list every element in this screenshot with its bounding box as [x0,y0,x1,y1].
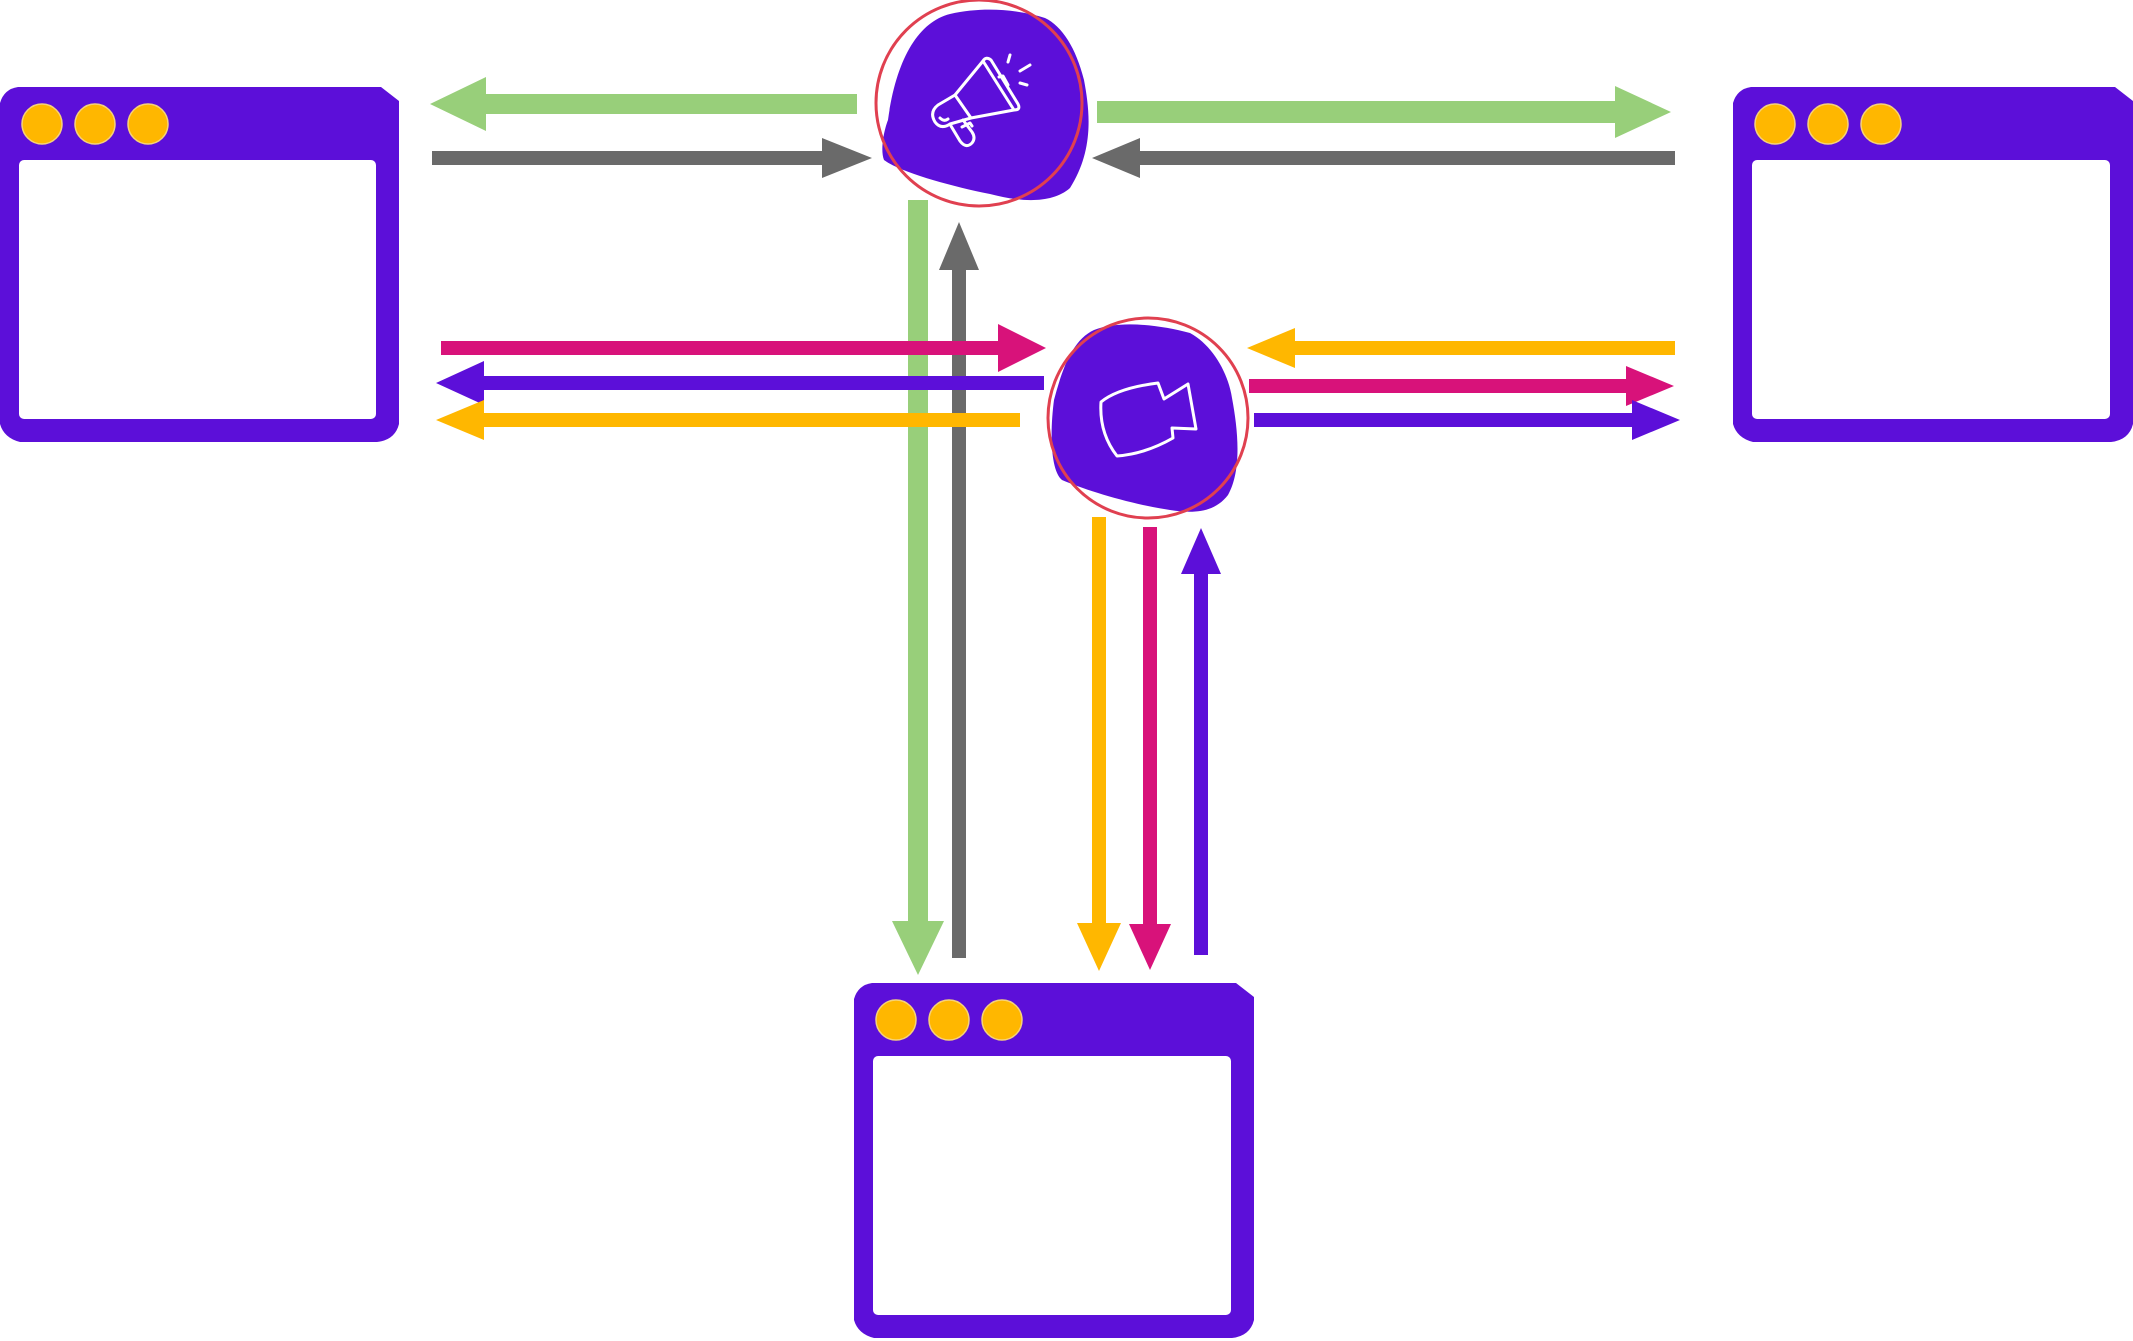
arrow-hub-middle-to-left-yellow [436,400,1020,440]
hub-middle [1046,316,1250,520]
arrow-right-to-hub-middle [1247,328,1675,368]
window-left [0,87,399,442]
arrow-hub-middle-to-left-purple [436,361,1044,405]
hub-blob [882,9,1089,201]
window-content-area [873,1056,1231,1315]
arrow-bottom-to-hub-middle [1181,528,1221,955]
window-control-dot [875,999,917,1041]
window-content-area [1752,160,2110,419]
arrow-hub-top-to-right [1097,86,1671,138]
window-bottom [854,983,1254,1338]
arrow-left-to-hub-middle [441,324,1046,372]
window-right [1733,87,2133,442]
arrow-hub-top-to-left [430,77,857,131]
arrow-hub-top-to-bottom [892,200,944,975]
hub-top [874,0,1089,208]
arrow-hub-middle-to-right-purple [1254,400,1680,440]
window-control-dot [1860,103,1902,145]
hub-blob [1051,324,1238,512]
window-control-dot [928,999,970,1041]
arrow-right-to-hub-top [1092,138,1675,178]
window-control-dot [981,999,1023,1041]
window-content-area [19,160,376,419]
windows-layer [0,87,2133,1338]
arrow-left-to-hub-top [432,138,872,178]
arrow-hub-middle-to-right-magenta [1249,366,1674,406]
arrows-layer [430,77,1680,975]
hubs-layer [874,0,1250,520]
window-control-dot [127,103,169,145]
hub-ring [1046,316,1250,520]
window-control-dot [74,103,116,145]
hub-ring [874,0,1084,208]
arrow-hub-middle-to-bottom-yellow [1077,517,1121,971]
share-arrow-icon [1099,381,1198,458]
window-control-dot [1754,103,1796,145]
megaphone-icon [931,53,1032,148]
arrow-bottom-to-hub-top [939,222,979,958]
window-control-dot [21,103,63,145]
window-control-dot [1807,103,1849,145]
arrow-hub-middle-to-bottom-magenta [1129,527,1171,970]
